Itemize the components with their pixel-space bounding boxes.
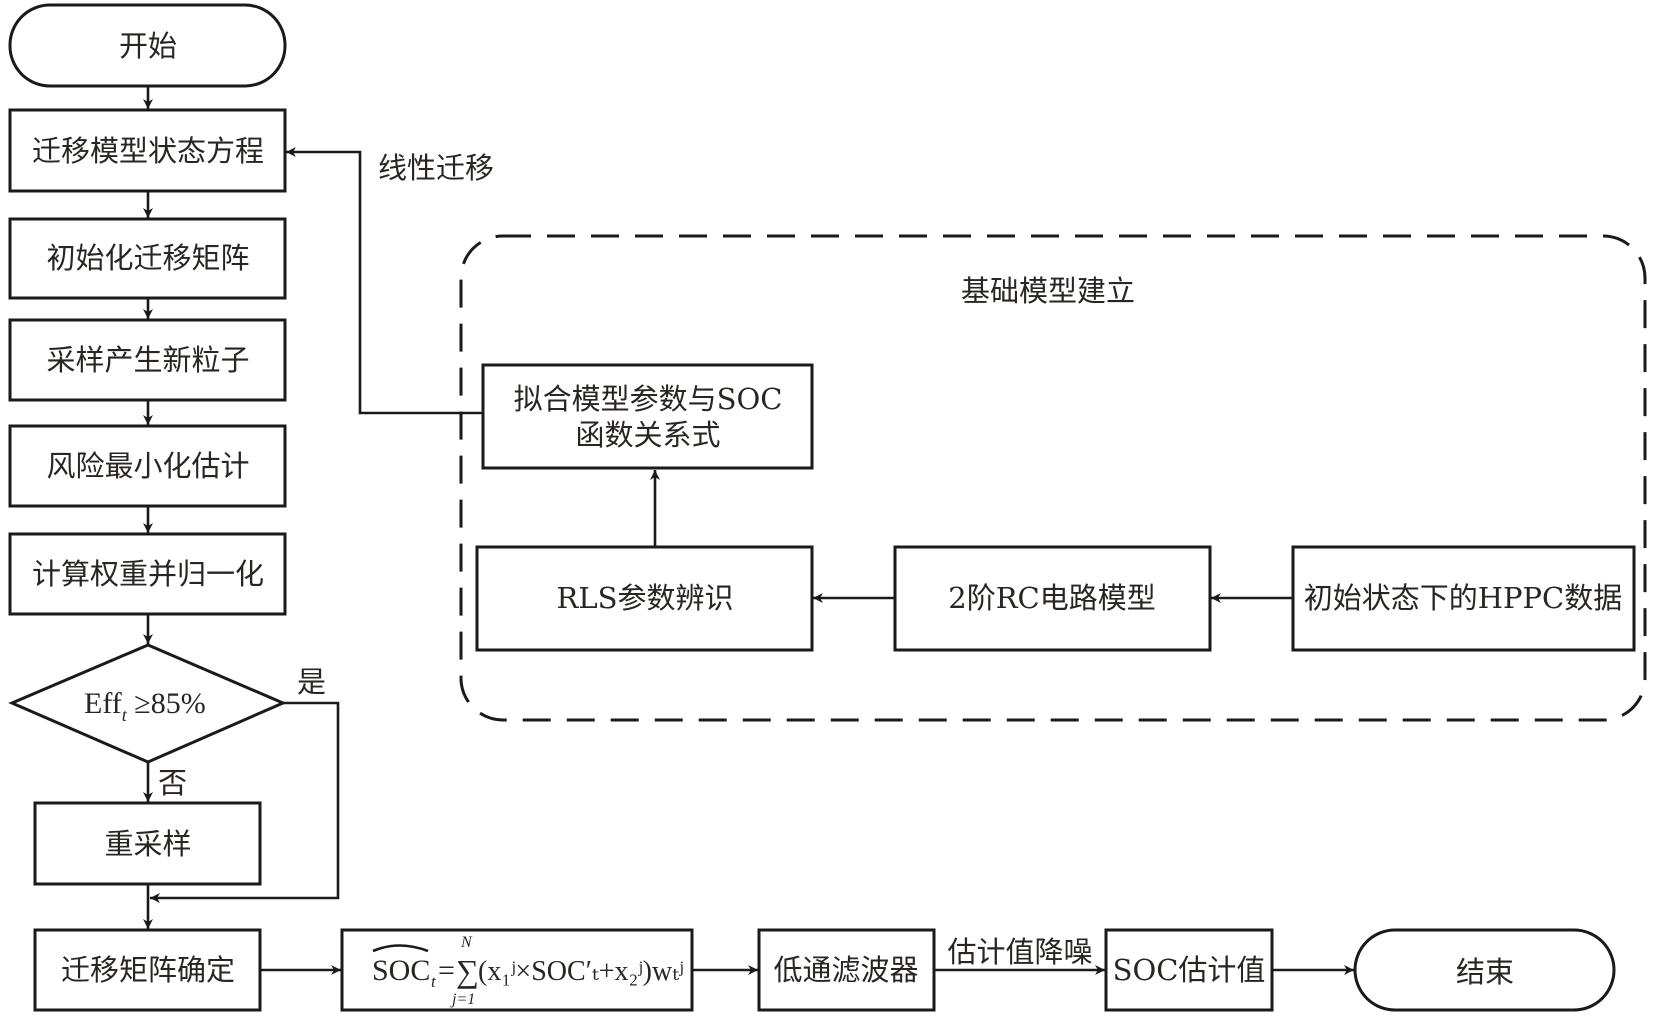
arrow-linear-transfer	[286, 147, 483, 415]
end-label: 结束	[1456, 955, 1514, 989]
formula: SOC t = ∑ N j=1 (x₁ʲ×SOC′ₜ+x₂ʲ)wₜʲ	[372, 934, 683, 1008]
step-soc-estimate-label: SOC估计值	[1113, 953, 1266, 987]
step-low-pass-filter[interactable]: 低通滤波器	[757, 928, 936, 1012]
step-matrix-determined-label: 迁移矩阵确定	[61, 953, 235, 987]
linear-transfer-label: 线性迁移	[378, 151, 494, 185]
step-matrix-determined[interactable]: 迁移矩阵确定	[33, 928, 262, 1012]
formula-equals: =	[438, 954, 455, 987]
start-terminator[interactable]: 开始	[8, 3, 287, 88]
formula-lhs: SOC	[372, 954, 430, 987]
formula-sum-upper: N	[460, 934, 473, 951]
base-model-group-border	[459, 234, 1647, 722]
denoise-label: 估计值降噪	[947, 935, 1092, 969]
base-model-group-title: 基础模型建立	[961, 274, 1135, 308]
step-init-matrix[interactable]: 初始化迁移矩阵	[8, 217, 287, 300]
step-resample[interactable]: 重采样	[33, 801, 262, 886]
step-state-equation-label: 迁移模型状态方程	[32, 134, 264, 168]
step-soc-estimate[interactable]: SOC估计值	[1104, 928, 1274, 1012]
step-resample-label: 重采样	[104, 827, 191, 861]
start-label: 开始	[119, 29, 177, 63]
formula-sigma: ∑	[456, 953, 479, 989]
step-sample-particles[interactable]: 采样产生新粒子	[8, 318, 287, 402]
formula-sum-lower: j=1	[450, 991, 475, 1008]
decision-efficiency[interactable]: Efft ≥85%	[8, 643, 287, 764]
rls-label: RLS参数辨识	[557, 581, 734, 615]
fit-model-box[interactable]: 拟合模型参数与SOC 函数关系式	[481, 363, 814, 470]
fit-model-line2: 函数关系式	[575, 418, 720, 452]
formula-rhs: (x₁ʲ×SOC′ₜ+x₂ʲ)wₜʲ	[478, 956, 683, 987]
no-label: 否	[158, 766, 187, 800]
hppc-data-box[interactable]: 初始状态下的HPPC数据	[1291, 545, 1636, 652]
rc-circuit-box[interactable]: 2阶RC电路模型	[893, 545, 1212, 652]
arrow-yes-branch	[150, 701, 340, 903]
rc-circuit-label: 2阶RC电路模型	[948, 581, 1155, 615]
rls-box[interactable]: RLS参数辨识	[475, 545, 814, 652]
step-risk-minimization-label: 风险最小化估计	[46, 449, 249, 483]
end-terminator[interactable]: 结束	[1353, 928, 1616, 1012]
formula-hat	[372, 944, 429, 953]
formula-box[interactable]: SOC t = ∑ N j=1 (x₁ʲ×SOC′ₜ+x₂ʲ)wₜʲ	[340, 928, 694, 1012]
step-init-matrix-label: 初始化迁移矩阵	[46, 241, 249, 275]
formula-lhs-sub: t	[431, 972, 437, 991]
step-risk-minimization[interactable]: 风险最小化估计	[8, 424, 287, 508]
yes-label: 是	[297, 665, 326, 699]
step-low-pass-filter-label: 低通滤波器	[773, 953, 918, 987]
fit-model-line1: 拟合模型参数与SOC	[514, 382, 783, 416]
step-state-equation[interactable]: 迁移模型状态方程	[8, 108, 287, 193]
decision-text: Efft ≥85%	[84, 687, 206, 725]
step-normalize-weights[interactable]: 计算权重并归一化	[8, 532, 287, 616]
hppc-data-label: 初始状态下的HPPC数据	[1304, 581, 1623, 615]
step-sample-particles-label: 采样产生新粒子	[46, 343, 249, 377]
step-normalize-weights-label: 计算权重并归一化	[32, 557, 264, 591]
